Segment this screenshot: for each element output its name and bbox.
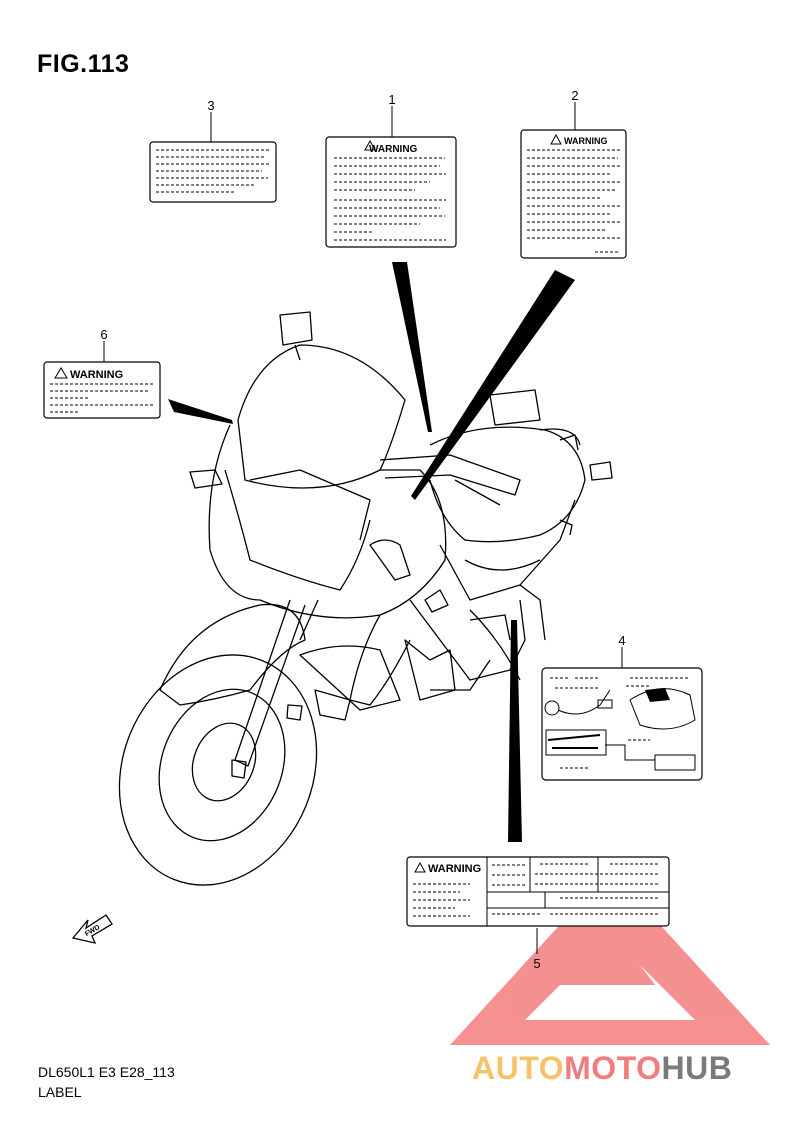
watermark-hub: HUB	[661, 1050, 733, 1086]
warning-label-6	[43, 361, 161, 419]
callout-1: 1	[388, 92, 395, 107]
footer-code: DL650L1 E3 E28_113	[38, 1064, 175, 1080]
watermark-auto: AUTO	[472, 1050, 565, 1086]
label-6-warning-text: WARNING	[70, 369, 123, 381]
callout-6: 6	[100, 327, 107, 342]
pointer-arrows	[168, 262, 575, 842]
footer-label: LABEL	[38, 1084, 82, 1100]
warning-label-1	[325, 136, 457, 248]
callout-3: 3	[207, 98, 214, 113]
watermark-logo	[450, 870, 770, 1045]
watermark-text: AUTOMOTOHUB	[472, 1050, 732, 1087]
motorcycle-outline	[118, 311, 613, 886]
leader-lines	[103, 102, 623, 954]
label-5-warning-text: WARNING	[428, 863, 481, 875]
label-1-warning-text: WARNING	[369, 144, 418, 155]
callout-2: 2	[571, 88, 578, 103]
info-label-3	[149, 141, 277, 203]
callout-5: 5	[533, 956, 540, 971]
label-2-warning-text: WARNING	[564, 136, 608, 146]
fwd-arrow-icon	[71, 914, 113, 944]
figure-title: FIG.113	[37, 50, 130, 78]
warning-label-2	[520, 129, 627, 259]
watermark-moto: MOTO	[564, 1050, 662, 1086]
warning-label-5	[406, 856, 670, 927]
callout-4: 4	[618, 633, 625, 648]
diagram-label-4	[541, 667, 703, 781]
